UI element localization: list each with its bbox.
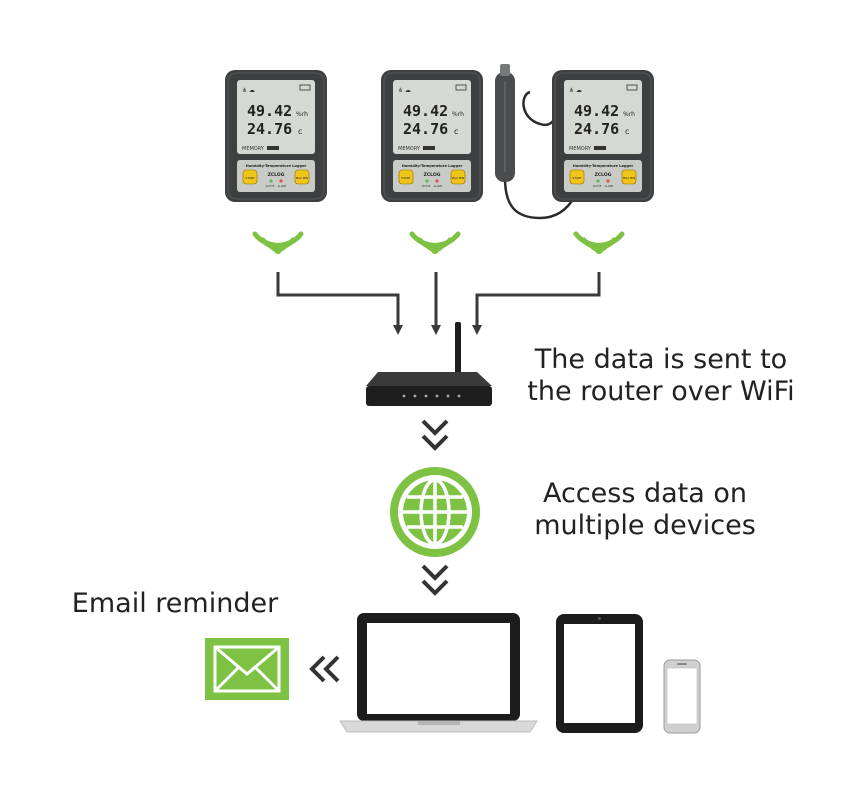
arrow-logger-1-to-router <box>276 272 403 335</box>
access-caption-line-1: Access data on <box>542 478 748 509</box>
laptop-icon <box>339 613 538 733</box>
wifi-signal-icon <box>409 231 461 254</box>
start-button-label: START <box>572 176 581 180</box>
start-button[interactable] <box>398 169 414 185</box>
brand-label: ZCLOG <box>424 172 441 178</box>
temperature-unit: c <box>625 127 629 136</box>
logger-device-2: ⋔ ☁ 49.42 %rh 24.76 c MEMORY Humidity-Te… <box>381 70 483 202</box>
logger-device-1: ⋔ ☁ 49.42 %rh 24.76 c MEMORY Humidity-Te… <box>225 70 327 202</box>
maxmin-button[interactable] <box>450 169 466 185</box>
double-chevron-down-icon <box>421 564 449 596</box>
double-chevron-left-icon <box>309 655 340 683</box>
temperature-unit: c <box>454 127 458 136</box>
access-caption-line-2: multiple devices <box>534 510 756 541</box>
router-caption-line-2: the router over WiFi <box>527 376 795 407</box>
globe-icon <box>390 467 480 557</box>
svg-text:⋔ ☁: ⋔ ☁ <box>569 87 582 94</box>
logger-device-3: ⋔ ☁ 49.42 %rh 24.76 c MEMORY Humidity-Te… <box>552 70 654 202</box>
temperature-reading: 24.76 <box>403 120 448 138</box>
memory-label: MEMORY <box>398 146 421 152</box>
memory-label: MEMORY <box>242 146 265 152</box>
brand-label: ZCLOG <box>595 172 612 178</box>
maxmin-button-label: MAX MIN <box>452 176 464 180</box>
router-caption: The data is sent to the router over WiFi <box>496 344 826 408</box>
control-panel <box>564 160 642 192</box>
humidity-reading: 49.42 <box>574 102 619 120</box>
active-label: ACTIVE <box>422 185 431 188</box>
humidity-unit: %rh <box>296 111 308 118</box>
maxmin-button-label: MAX MIN <box>623 176 635 180</box>
arrow-logger-3-to-router <box>472 272 601 335</box>
email-reminder-caption: Email reminder <box>71 588 279 619</box>
temperature-reading: 24.76 <box>574 120 619 138</box>
control-panel <box>237 160 315 192</box>
control-panel <box>393 160 471 192</box>
humidity-unit: %rh <box>452 111 464 118</box>
humidity-unit: %rh <box>623 111 635 118</box>
start-button[interactable] <box>242 169 258 185</box>
email-envelope-icon <box>205 638 289 700</box>
router-caption-line-1: The data is sent to <box>534 344 788 375</box>
temperature-reading: 24.76 <box>247 120 292 138</box>
start-button-label: START <box>245 176 254 180</box>
alarm-label: ALARM <box>605 185 613 188</box>
access-caption: Access data on multiple devices <box>505 478 785 542</box>
lcd-screen <box>237 80 315 154</box>
panel-title: Humidity-Temperature Logger <box>573 164 634 168</box>
alarm-label: ALARM <box>278 185 286 188</box>
smartphone-icon <box>663 659 701 734</box>
double-chevron-down-icon <box>421 419 449 451</box>
humidity-reading: 49.42 <box>247 102 292 120</box>
lcd-screen <box>393 80 471 154</box>
connector-arrows <box>276 272 601 335</box>
alarm-label: ALARM <box>434 185 442 188</box>
temperature-unit: c <box>298 127 302 136</box>
router-icon <box>366 322 492 406</box>
start-button[interactable] <box>569 169 585 185</box>
start-button-label: START <box>401 176 410 180</box>
wifi-signal-icon <box>573 231 625 254</box>
lcd-screen <box>564 80 642 154</box>
external-probe <box>495 64 577 220</box>
memory-label: MEMORY <box>569 146 592 152</box>
maxmin-button[interactable] <box>294 169 310 185</box>
active-label: ACTIVE <box>593 185 602 188</box>
svg-text:⋔ ☁: ⋔ ☁ <box>242 87 255 94</box>
wifi-signal-icon <box>252 231 304 254</box>
maxmin-button[interactable] <box>621 169 637 185</box>
svg-text:⋔ ☁: ⋔ ☁ <box>398 87 411 94</box>
brand-label: ZCLOG <box>268 172 285 178</box>
humidity-reading: 49.42 <box>403 102 448 120</box>
tablet-icon <box>556 614 643 733</box>
panel-title: Humidity-Temperature Logger <box>402 164 463 168</box>
panel-title: Humidity-Temperature Logger <box>246 164 307 168</box>
maxmin-button-label: MAX MIN <box>296 176 308 180</box>
active-label: ACTIVE <box>266 185 275 188</box>
